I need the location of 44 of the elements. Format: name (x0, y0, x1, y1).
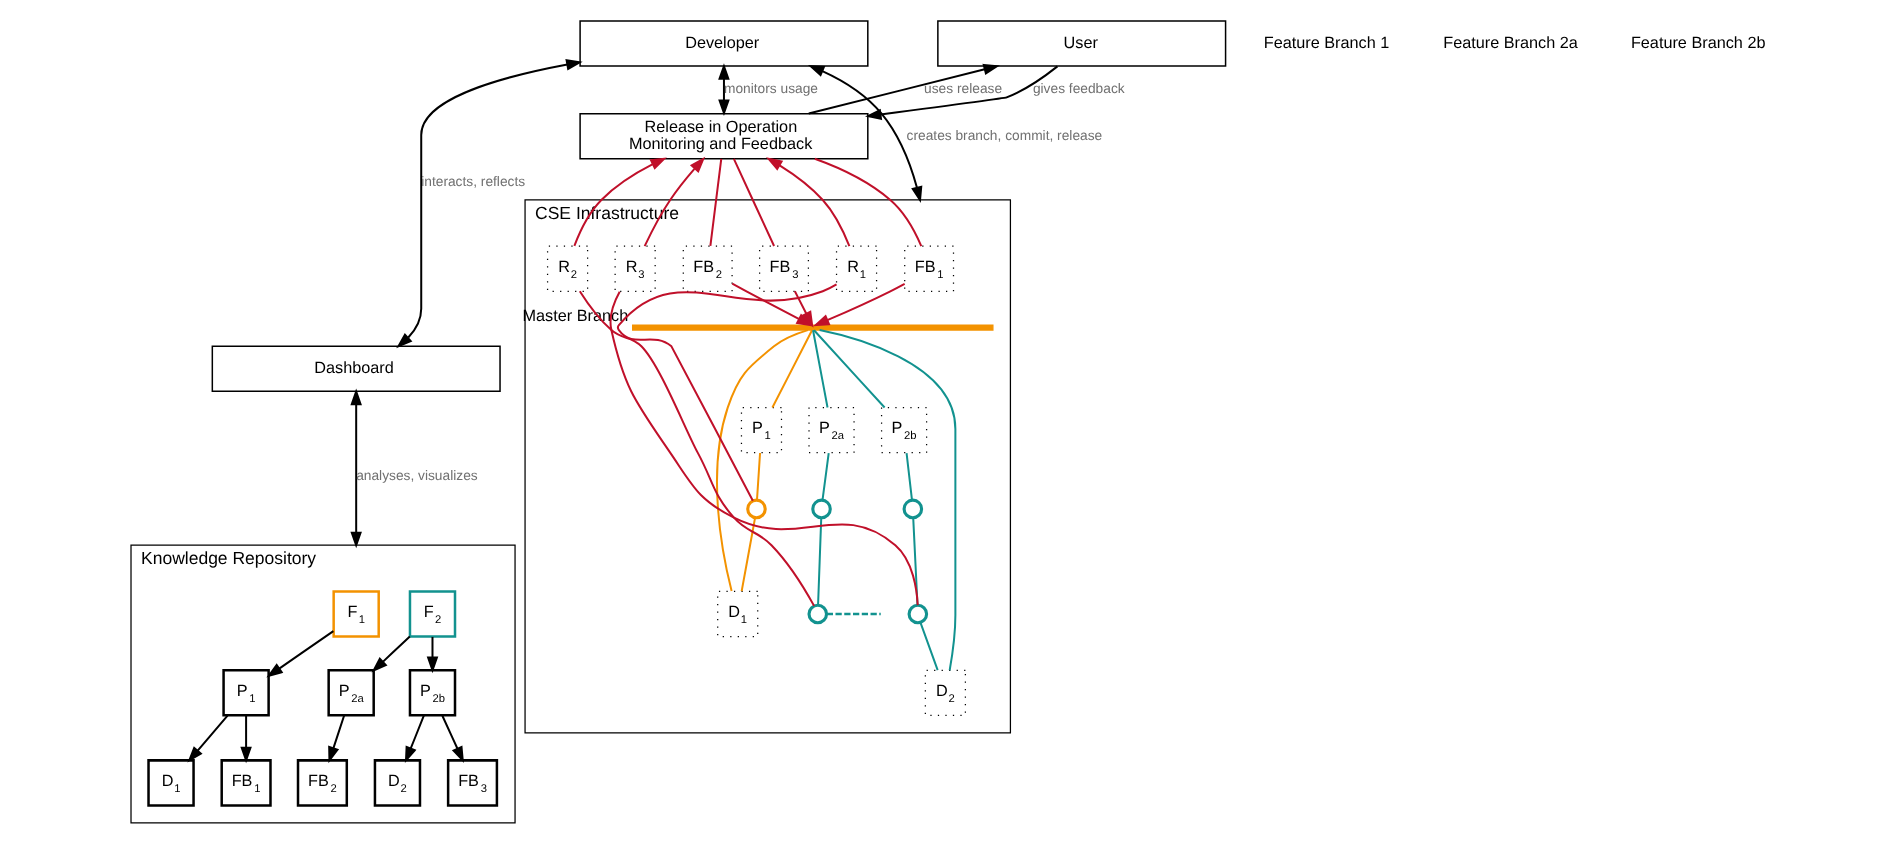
arrow (807, 64, 923, 203)
connector (826, 612, 881, 616)
connector (817, 516, 823, 606)
arrow (807, 63, 1000, 115)
connector (812, 329, 829, 409)
arrow (643, 156, 706, 248)
arrow (266, 630, 335, 678)
arrow (426, 635, 439, 674)
arrow (404, 714, 425, 764)
arrow (731, 282, 813, 327)
arrow (350, 388, 362, 549)
arrow (240, 714, 252, 764)
connector (578, 290, 816, 607)
connector (905, 452, 913, 501)
connector (813, 157, 923, 248)
arrow (371, 635, 411, 673)
connector (716, 329, 809, 593)
connector (919, 621, 939, 672)
connector (912, 516, 919, 606)
arrow (793, 290, 814, 328)
connector (813, 329, 886, 409)
connector (771, 329, 814, 409)
connector (756, 452, 762, 501)
connector (740, 516, 757, 593)
node-circle (907, 603, 929, 625)
connector (818, 329, 957, 672)
arrow (718, 63, 730, 117)
arrow (813, 282, 906, 327)
arrow (766, 157, 851, 248)
arrow (865, 65, 1059, 121)
arrow (187, 714, 229, 763)
connector (732, 157, 776, 247)
node-circle (746, 498, 767, 520)
connector (709, 157, 723, 247)
connector (609, 290, 919, 607)
node-circle (902, 498, 924, 520)
node-bar (632, 324, 994, 331)
connector (821, 452, 830, 501)
arrow (328, 714, 346, 764)
arrow (396, 59, 583, 349)
node-circle (807, 603, 829, 625)
arrow (441, 714, 464, 763)
connector (616, 283, 838, 502)
node-circle (811, 498, 832, 520)
